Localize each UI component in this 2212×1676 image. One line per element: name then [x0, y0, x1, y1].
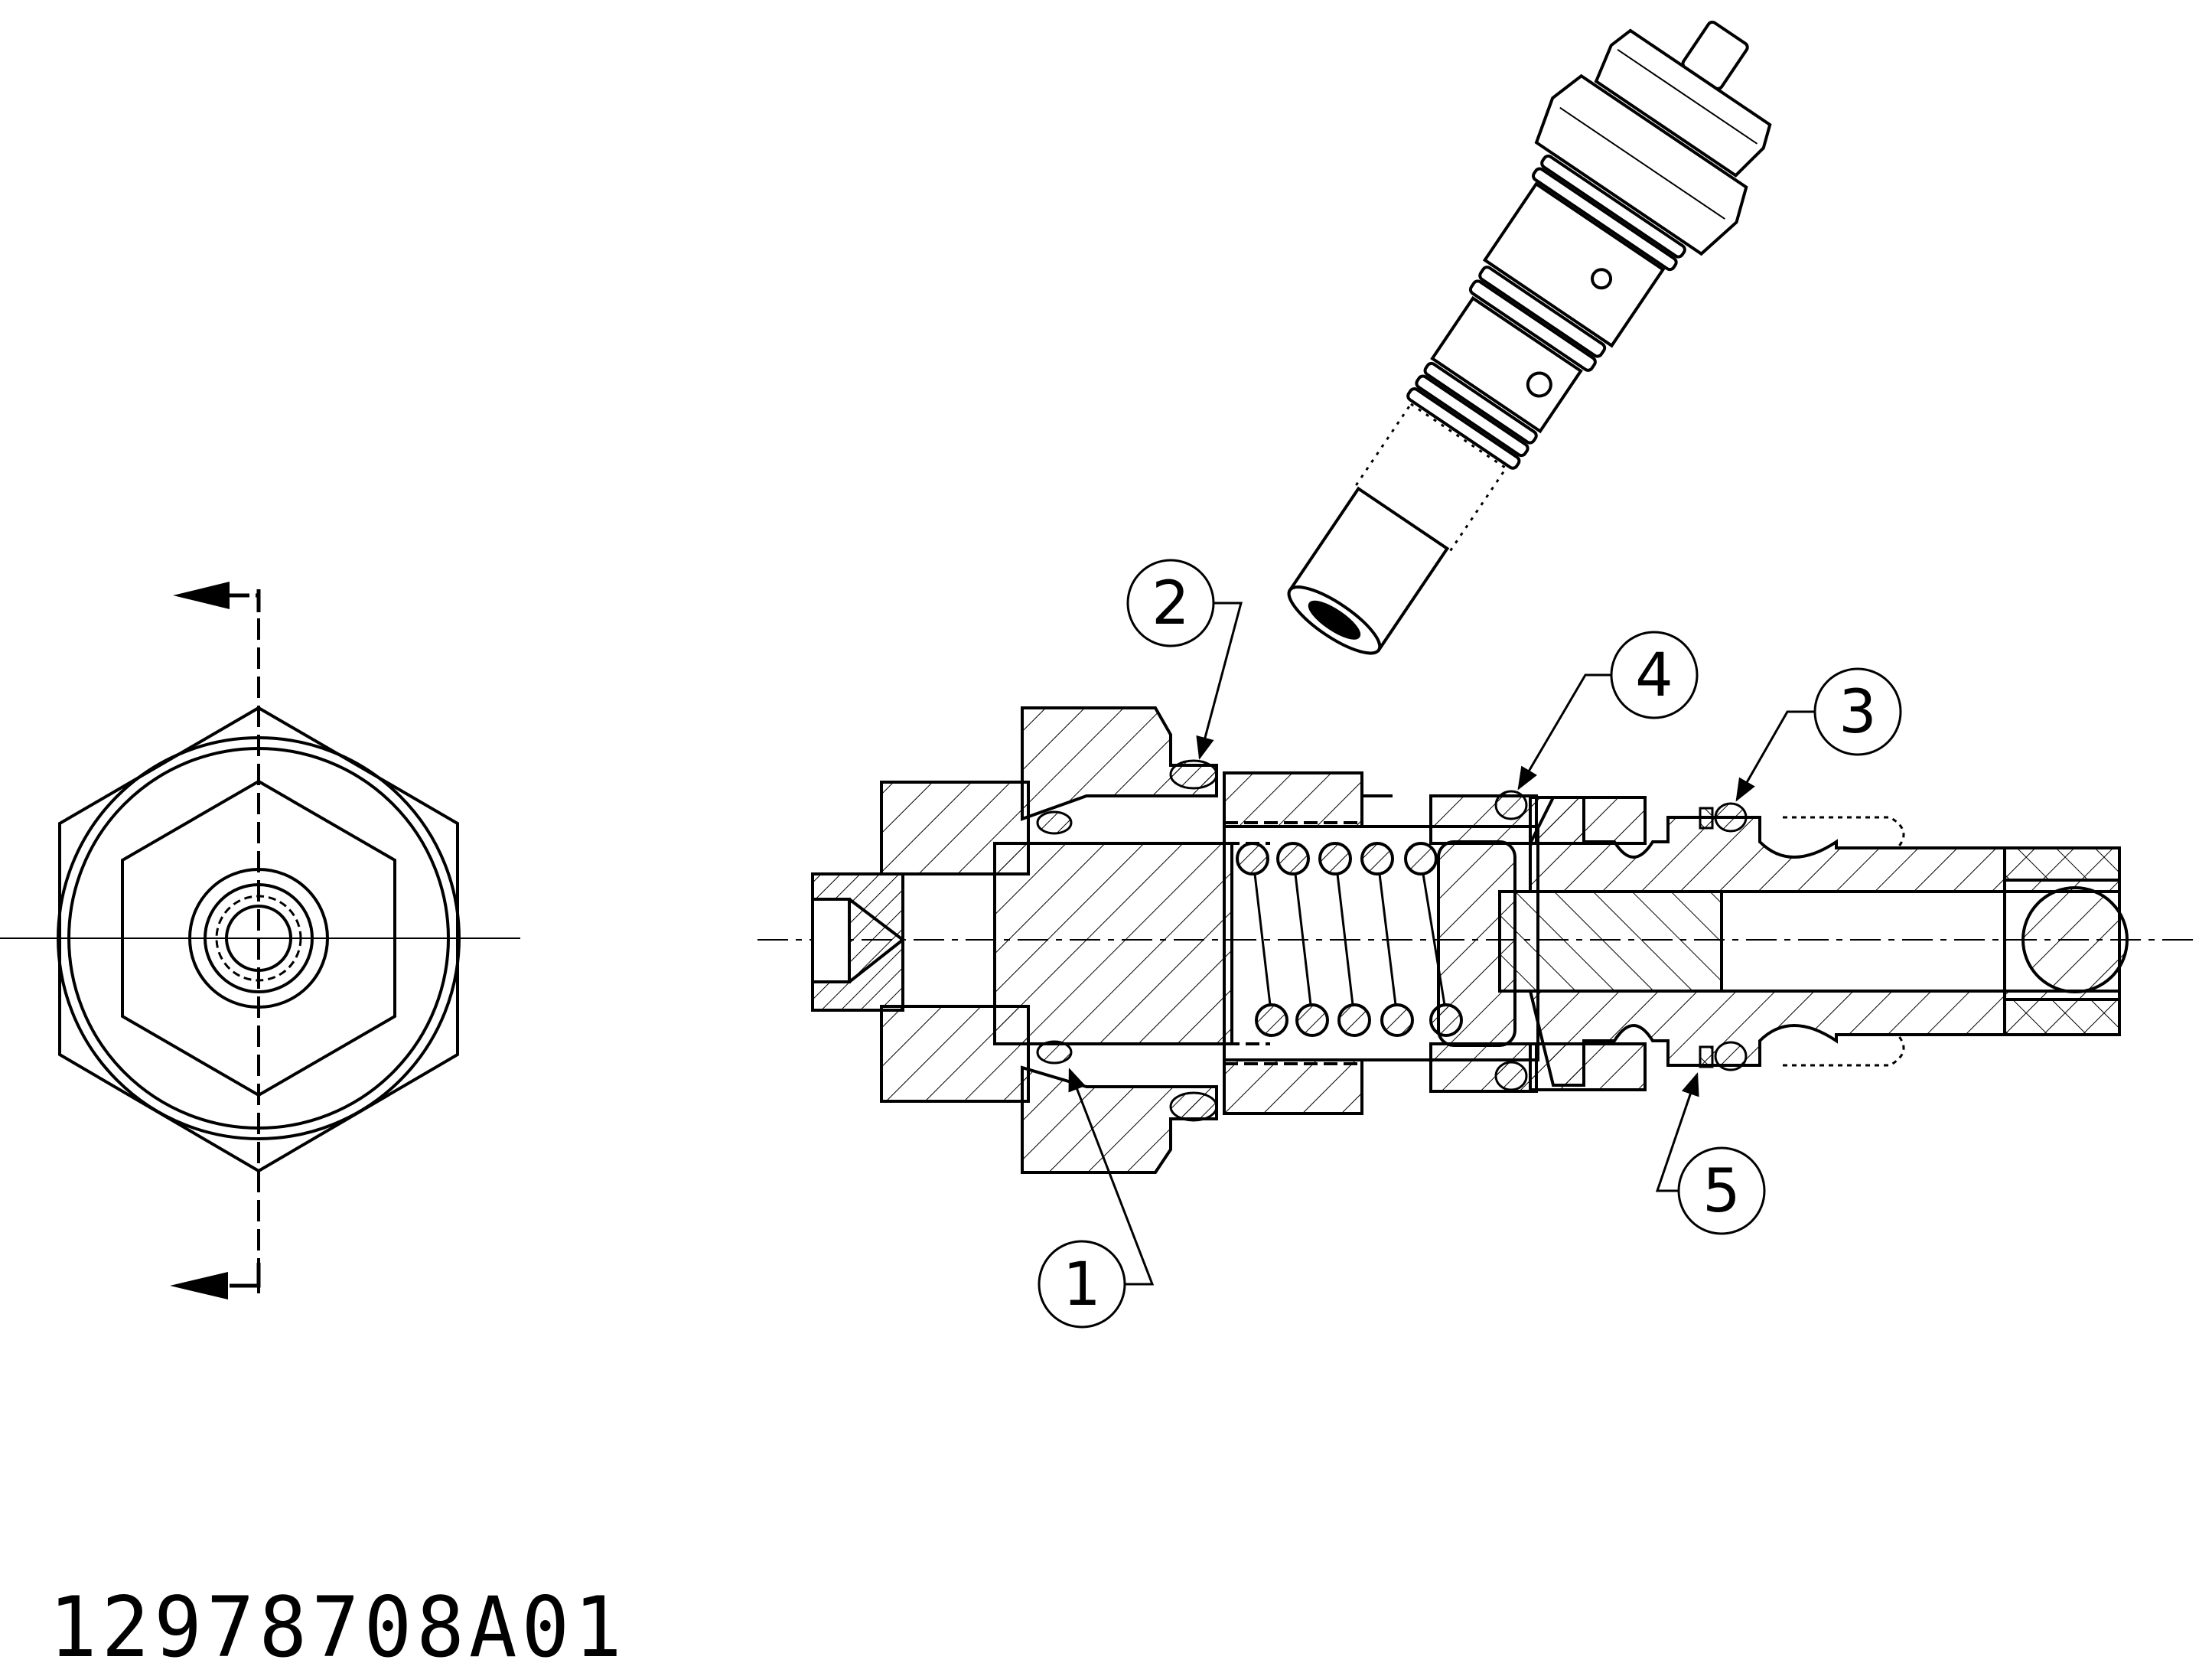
- isometric-view: [1287, 20, 1772, 655]
- iso-groove-5: [1423, 361, 1538, 445]
- dotted-sleeve-extension-top: [1783, 816, 1905, 849]
- callout-4-label: 4: [1635, 641, 1673, 710]
- callout-5-label: 5: [1702, 1157, 1741, 1226]
- iso-sleeve: [1430, 295, 1583, 434]
- part-number: 12978708A01: [49, 1578, 627, 1676]
- bore-circle-mid: [204, 883, 314, 993]
- o-ring-1-bottom: [1036, 1040, 1073, 1065]
- check-ball: [2021, 886, 2129, 993]
- callout-1-label: 1: [1063, 1250, 1101, 1319]
- callout-2: 2: [1126, 559, 1243, 760]
- iso-groove-3: [1478, 266, 1607, 358]
- spring-coils-top: [1236, 842, 1438, 875]
- inner-hexagon: [121, 779, 396, 1097]
- sleeve-lower: [1528, 990, 2121, 1087]
- poppet-stem: [1498, 890, 1723, 993]
- iso-dotted-section: [1354, 402, 1508, 553]
- callout-2-label: 2: [1152, 569, 1190, 638]
- section-line-bottom-bracket: [230, 1263, 261, 1288]
- sleeve-upper: [1529, 796, 2121, 893]
- o-ring-4-top: [1494, 790, 1528, 820]
- outer-hexagon: [58, 706, 459, 1173]
- body-hex-lower: [1021, 1065, 1218, 1174]
- iso-groove-6: [1415, 374, 1530, 458]
- iso-body: [1482, 181, 1666, 348]
- iso-groove-4: [1468, 279, 1597, 372]
- o-ring-2-bottom: [1169, 1091, 1218, 1122]
- iso-groove-1: [1540, 154, 1686, 259]
- iso-port-1: [1591, 268, 1613, 290]
- callout-1: 1: [1038, 1068, 1155, 1329]
- section-line-top-bracket: [230, 593, 261, 612]
- end-view: [0, 582, 520, 1299]
- iso-lock-nut: [1594, 28, 1772, 178]
- ball-cage-wall-top: [2003, 846, 2121, 882]
- o-rings: [1036, 759, 1748, 1122]
- body-upper: [1223, 771, 1363, 828]
- callout-3-label: 3: [1839, 678, 1877, 747]
- outer-circle-inner: [67, 747, 450, 1130]
- o-ring-1-top: [1036, 810, 1073, 835]
- outer-circle: [57, 736, 461, 1140]
- section-arrow-bottom: [170, 1272, 228, 1299]
- bore-circle-outer: [188, 868, 329, 1009]
- spring-coils-bottom: [1255, 1003, 1463, 1037]
- section-view: [757, 706, 2196, 1174]
- adjusting-screw-tip: [848, 898, 906, 983]
- o-ring-3-bottom: [1714, 1041, 1748, 1071]
- callout-3: 3: [1735, 667, 1902, 802]
- section-arrow-top: [173, 582, 230, 609]
- callout-5: 5: [1655, 1072, 1766, 1235]
- backup-ring-5-top: [1699, 807, 1714, 830]
- bore-circle-inner: [225, 905, 292, 972]
- callout-4: 4: [1517, 631, 1699, 791]
- adjusting-screw-slot: [811, 898, 851, 983]
- bore-circle-dashed: [215, 895, 302, 982]
- adjusting-stem: [993, 842, 1233, 1045]
- o-ring-3-top: [1714, 802, 1748, 833]
- iso-tail-bore: [1308, 600, 1361, 640]
- o-ring-4-bottom: [1494, 1061, 1528, 1091]
- iso-groove-2: [1532, 167, 1678, 272]
- o-ring-2-top: [1169, 759, 1218, 790]
- callouts: 2 4 3 1 5: [1038, 559, 1902, 1329]
- iso-port-2: [1526, 371, 1552, 398]
- backup-ring-5-bottom: [1699, 1045, 1714, 1068]
- backup-rings: [1699, 807, 1714, 1068]
- iso-big-hex: [1534, 73, 1748, 256]
- body-hex-upper: [1021, 706, 1218, 821]
- ball-cage-wall-bottom: [2003, 998, 2121, 1036]
- dotted-sleeve-extension-bottom: [1783, 1034, 1905, 1067]
- body-lower: [1223, 1058, 1363, 1115]
- iso-groove-7: [1406, 387, 1521, 470]
